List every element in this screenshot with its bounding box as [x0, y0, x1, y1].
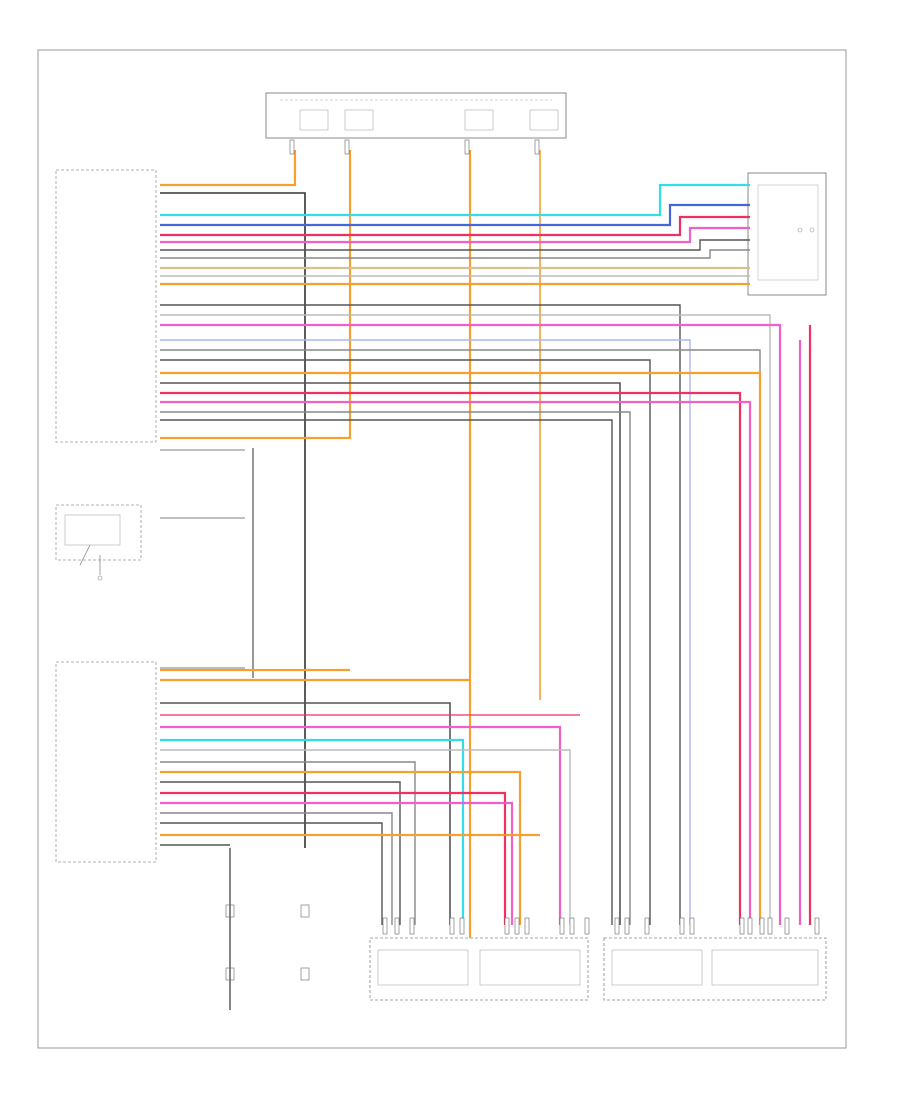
wire-orange-2: [160, 371, 762, 925]
connector-pin: [394, 917, 400, 935]
driver-mirror-assembly: [603, 937, 827, 1001]
ground-right: [300, 904, 310, 981]
connector-pin: [689, 917, 695, 935]
connector-pin: [449, 917, 455, 935]
wire-cyan-upper: [160, 183, 750, 217]
passenger-mirror-assembly: [369, 937, 589, 1001]
wire-cyan-lower: [160, 738, 465, 925]
wire-blue-upper: [160, 203, 750, 227]
wire-dark-5: [160, 419, 613, 925]
wires: [160, 150, 812, 938]
connector-pin: [739, 917, 745, 935]
wire-red-lower-2: [160, 791, 507, 925]
wire-gray-2: [160, 349, 761, 925]
connector-pin: [747, 917, 753, 935]
wire-gray-3: [160, 411, 631, 925]
connector-pin: [767, 917, 773, 935]
connector-pin: [459, 917, 465, 935]
connector-pin: [784, 917, 790, 935]
wire-dark-2: [160, 304, 681, 925]
wire-red-2: [160, 391, 742, 925]
connector-pin: [644, 917, 650, 935]
wire-orange-lower-3: [160, 770, 522, 925]
connector-pin: [344, 139, 350, 155]
wire-dark-lower-3: [160, 822, 383, 925]
wire-dark-lower-1: [160, 702, 451, 925]
upper-left-module: [55, 169, 157, 443]
wire-pink-2: [160, 323, 782, 925]
connector-pin: [679, 917, 685, 935]
connector-pin: [382, 917, 388, 935]
connector-pin: [584, 917, 590, 935]
connector-pin: [559, 917, 565, 935]
wire-dark-3: [160, 359, 651, 925]
wire-pink-upper: [160, 226, 750, 244]
fuse-block: [265, 92, 567, 139]
wire-ground-main: [160, 192, 306, 848]
wire-gray-lower-1: [160, 761, 416, 925]
mirror-switch-module: [747, 172, 827, 296]
connector-pins: [289, 139, 820, 935]
connector-pin: [569, 917, 575, 935]
connector-pin: [759, 917, 765, 935]
connector-pin: [814, 917, 820, 935]
connector-pin: [464, 139, 470, 155]
wire-lgray-2: [160, 314, 771, 925]
wire-dark-upper: [160, 239, 750, 251]
connector-pin: [409, 917, 415, 935]
wire-dark-4: [160, 382, 621, 925]
connector-pin: [524, 917, 530, 935]
memory-switch-module: [55, 504, 142, 581]
connector-pin: [624, 917, 630, 935]
ground-left: [225, 848, 235, 1010]
wire-lblue-2: [160, 339, 691, 925]
diagram-frame: [37, 49, 847, 1049]
wire-pink-lower-1: [160, 725, 562, 925]
connector-pin: [614, 917, 620, 935]
lower-left-module: [55, 661, 157, 863]
wire-dark-lower-2: [160, 781, 401, 925]
wire-lgray-lower: [160, 749, 571, 925]
connector-pin: [534, 139, 540, 155]
connector-pin: [514, 917, 520, 935]
wire-gray-lower-2: [160, 812, 393, 925]
wire-pink-3: [160, 400, 752, 925]
wire-pink-lower-2: [160, 801, 514, 925]
wire-gray-upper: [160, 249, 750, 259]
connector-pin: [289, 139, 295, 155]
wire-orange-long: [160, 150, 352, 440]
wire-red-upper: [160, 215, 750, 237]
wire-battery-upper: [160, 150, 297, 187]
connector-pin: [504, 917, 510, 935]
